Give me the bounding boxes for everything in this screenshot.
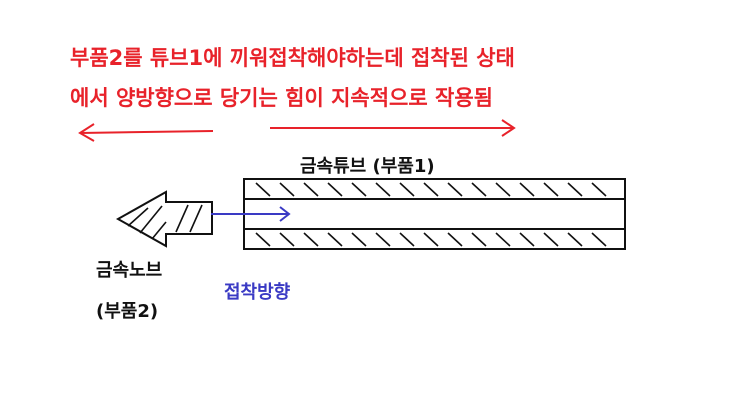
hatch-stroke [567, 232, 583, 247]
hatch-stroke [591, 232, 607, 247]
hatch-stroke [255, 232, 271, 247]
tube-label: 금속튜브 (부품1) [300, 156, 435, 177]
knob-name-label: 금속노브 [96, 260, 163, 281]
hatch-stroke [399, 182, 415, 197]
hatch-stroke [543, 232, 559, 247]
left-force-arrow [78, 123, 214, 142]
hatch-stroke [567, 182, 583, 197]
hatch-stroke [327, 182, 343, 197]
hatch-stroke [175, 204, 189, 233]
hatch-stroke [139, 205, 163, 234]
metal-knob [115, 190, 213, 248]
hatch-stroke [519, 232, 535, 247]
hatch-stroke [303, 182, 319, 197]
hatch-stroke [423, 232, 439, 247]
right-force-arrow [270, 119, 516, 137]
hatch-stroke [495, 182, 511, 197]
hatch-stroke [189, 204, 203, 233]
hatch-stroke [447, 232, 463, 247]
hatch-stroke [127, 207, 149, 227]
hatch-stroke [279, 232, 295, 247]
hatch-stroke [471, 182, 487, 197]
hatch-stroke [351, 232, 367, 247]
hatch-stroke [423, 182, 439, 197]
hatch-stroke [375, 182, 391, 197]
hatch-stroke [519, 182, 535, 197]
bond-direction-label: 접착방향 [224, 282, 291, 303]
metal-tube [243, 178, 626, 250]
hatch-stroke [543, 182, 559, 197]
hatch-stroke [255, 182, 271, 197]
hatch-stroke [495, 232, 511, 247]
hatch-stroke [327, 232, 343, 247]
hatch-stroke [351, 182, 367, 197]
bond-direction-arrow [211, 206, 291, 222]
tube-hatching [255, 182, 607, 247]
hatch-stroke [279, 182, 295, 197]
instruction-line-2: 에서 양방향으로 당기는 힘이 지속적으로 작용됨 [70, 86, 493, 110]
knob-part-label: (부품2) [96, 301, 159, 322]
hatch-stroke [447, 182, 463, 197]
hatch-stroke [591, 182, 607, 197]
knob-hatching [127, 204, 203, 240]
hatch-stroke [399, 232, 415, 247]
hatch-stroke [151, 221, 167, 240]
instruction-line-1: 부품2를 튜브1에 끼워접착해야하는데 접착된 상태 [70, 46, 515, 70]
hatch-stroke [303, 232, 319, 247]
hatch-stroke [471, 232, 487, 247]
hatch-stroke [375, 232, 391, 247]
